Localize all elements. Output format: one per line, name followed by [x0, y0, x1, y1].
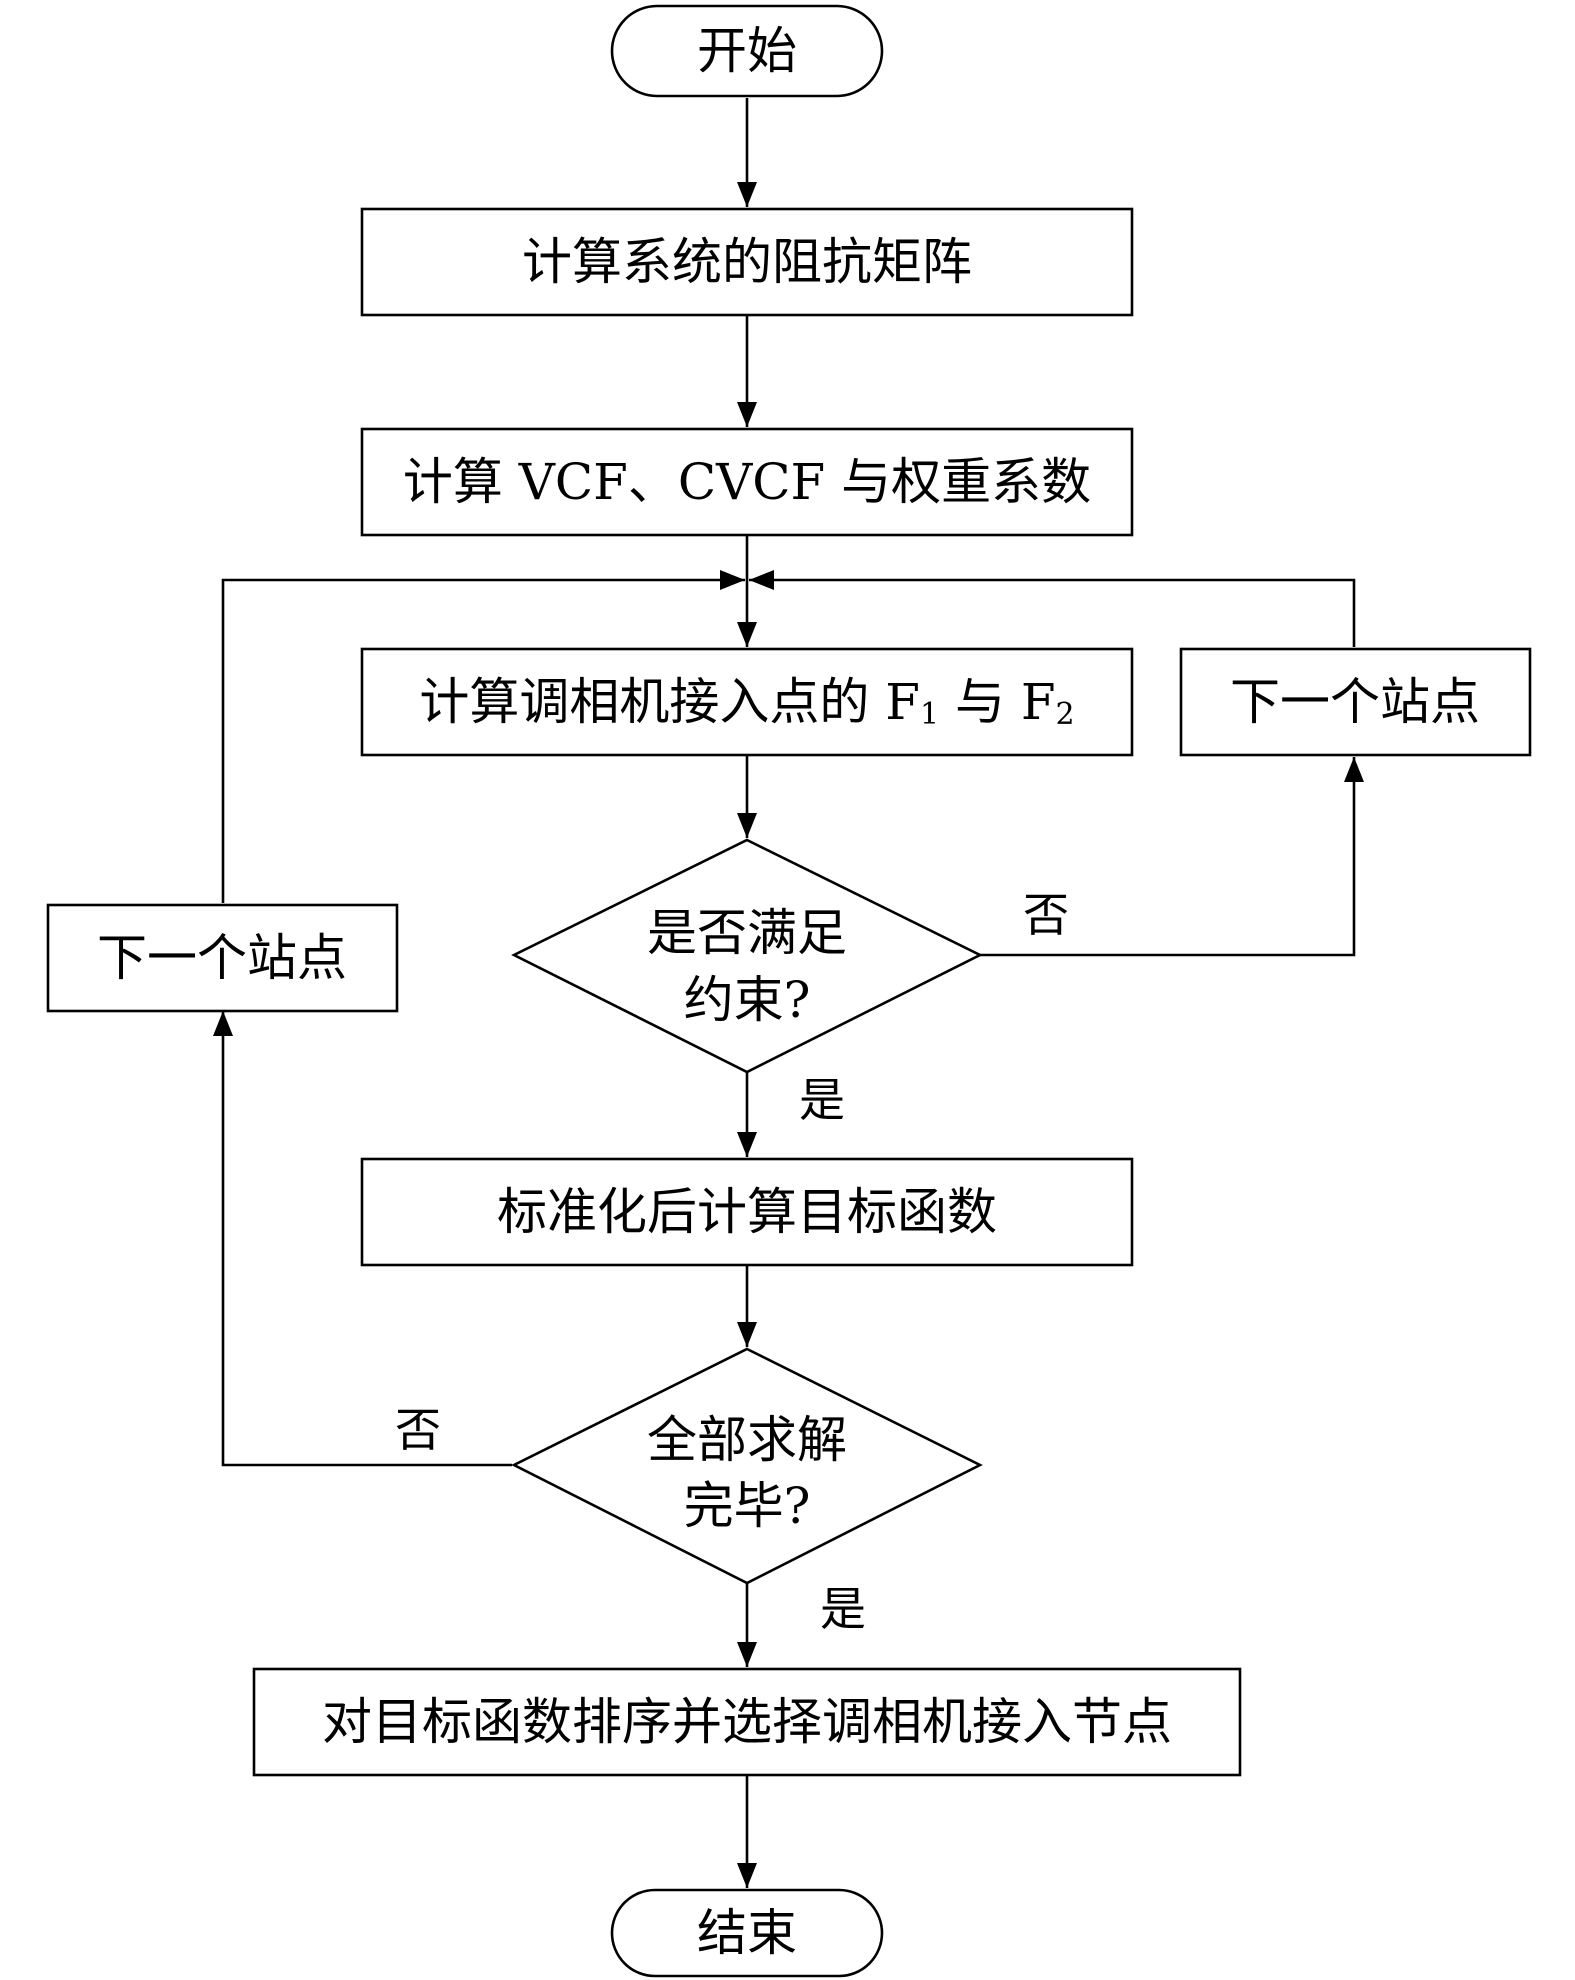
compute-objective-node: 标准化后计算目标函数 — [360, 1157, 1134, 1267]
start-label: 开始 — [697, 22, 797, 80]
start-node: 开始 — [610, 4, 884, 98]
check-all-solved-line1: 全部求解 — [647, 1411, 847, 1469]
compute-f-label: 计算调相机接入点的 F1 与 F2 — [419, 673, 1074, 732]
constraint-yes-label: 是 — [799, 1073, 845, 1127]
compute-f-sub1: 1 — [920, 697, 939, 732]
check-all-solved-line2: 完毕? — [684, 1477, 811, 1535]
next-station-left-label: 下一个站点 — [97, 929, 347, 987]
edge-constraint-no — [980, 757, 1364, 957]
end-node: 结束 — [610, 1888, 884, 1978]
solved-yes-label: 是 — [820, 1582, 866, 1636]
compute-f-mid: 与 F — [939, 673, 1055, 731]
check-all-solved-node: 全部求解 完毕? — [511, 1347, 983, 1585]
compute-f-node: 计算调相机接入点的 F1 与 F2 — [360, 647, 1134, 757]
check-constraint-line1: 是否满足 — [647, 904, 847, 962]
compute-f-prefix: 计算调相机接入点的 F — [419, 673, 920, 731]
compute-impedance-node: 计算系统的阻抗矩阵 — [360, 207, 1134, 317]
check-constraint-line2: 约束? — [684, 971, 811, 1029]
next-station-right-node: 下一个站点 — [1179, 647, 1532, 757]
constraint-no-label: 否 — [1023, 888, 1069, 942]
sort-select-label: 对目标函数排序并选择调相机接入节点 — [322, 1693, 1172, 1751]
edges — [213, 98, 1364, 1888]
compute-f-sub2: 2 — [1056, 697, 1075, 732]
next-station-left-node: 下一个站点 — [46, 903, 399, 1013]
compute-impedance-label: 计算系统的阻抗矩阵 — [522, 233, 972, 291]
edge-right-station-to-merge — [749, 570, 1356, 647]
next-station-right-label: 下一个站点 — [1230, 673, 1480, 731]
compute-objective-label: 标准化后计算目标函数 — [497, 1183, 997, 1241]
check-constraint-node: 是否满足 约束? — [511, 838, 983, 1074]
edge-solved-no — [213, 1011, 512, 1467]
sort-select-node: 对目标函数排序并选择调相机接入节点 — [252, 1667, 1242, 1777]
end-label: 结束 — [697, 1904, 797, 1962]
compute-vcf-node: 计算 VCF、CVCF 与权重系数 — [360, 427, 1134, 537]
compute-vcf-label: 计算 VCF、CVCF 与权重系数 — [403, 453, 1091, 511]
edge-left-station-to-merge — [221, 570, 745, 903]
solved-no-label: 否 — [395, 1403, 441, 1457]
